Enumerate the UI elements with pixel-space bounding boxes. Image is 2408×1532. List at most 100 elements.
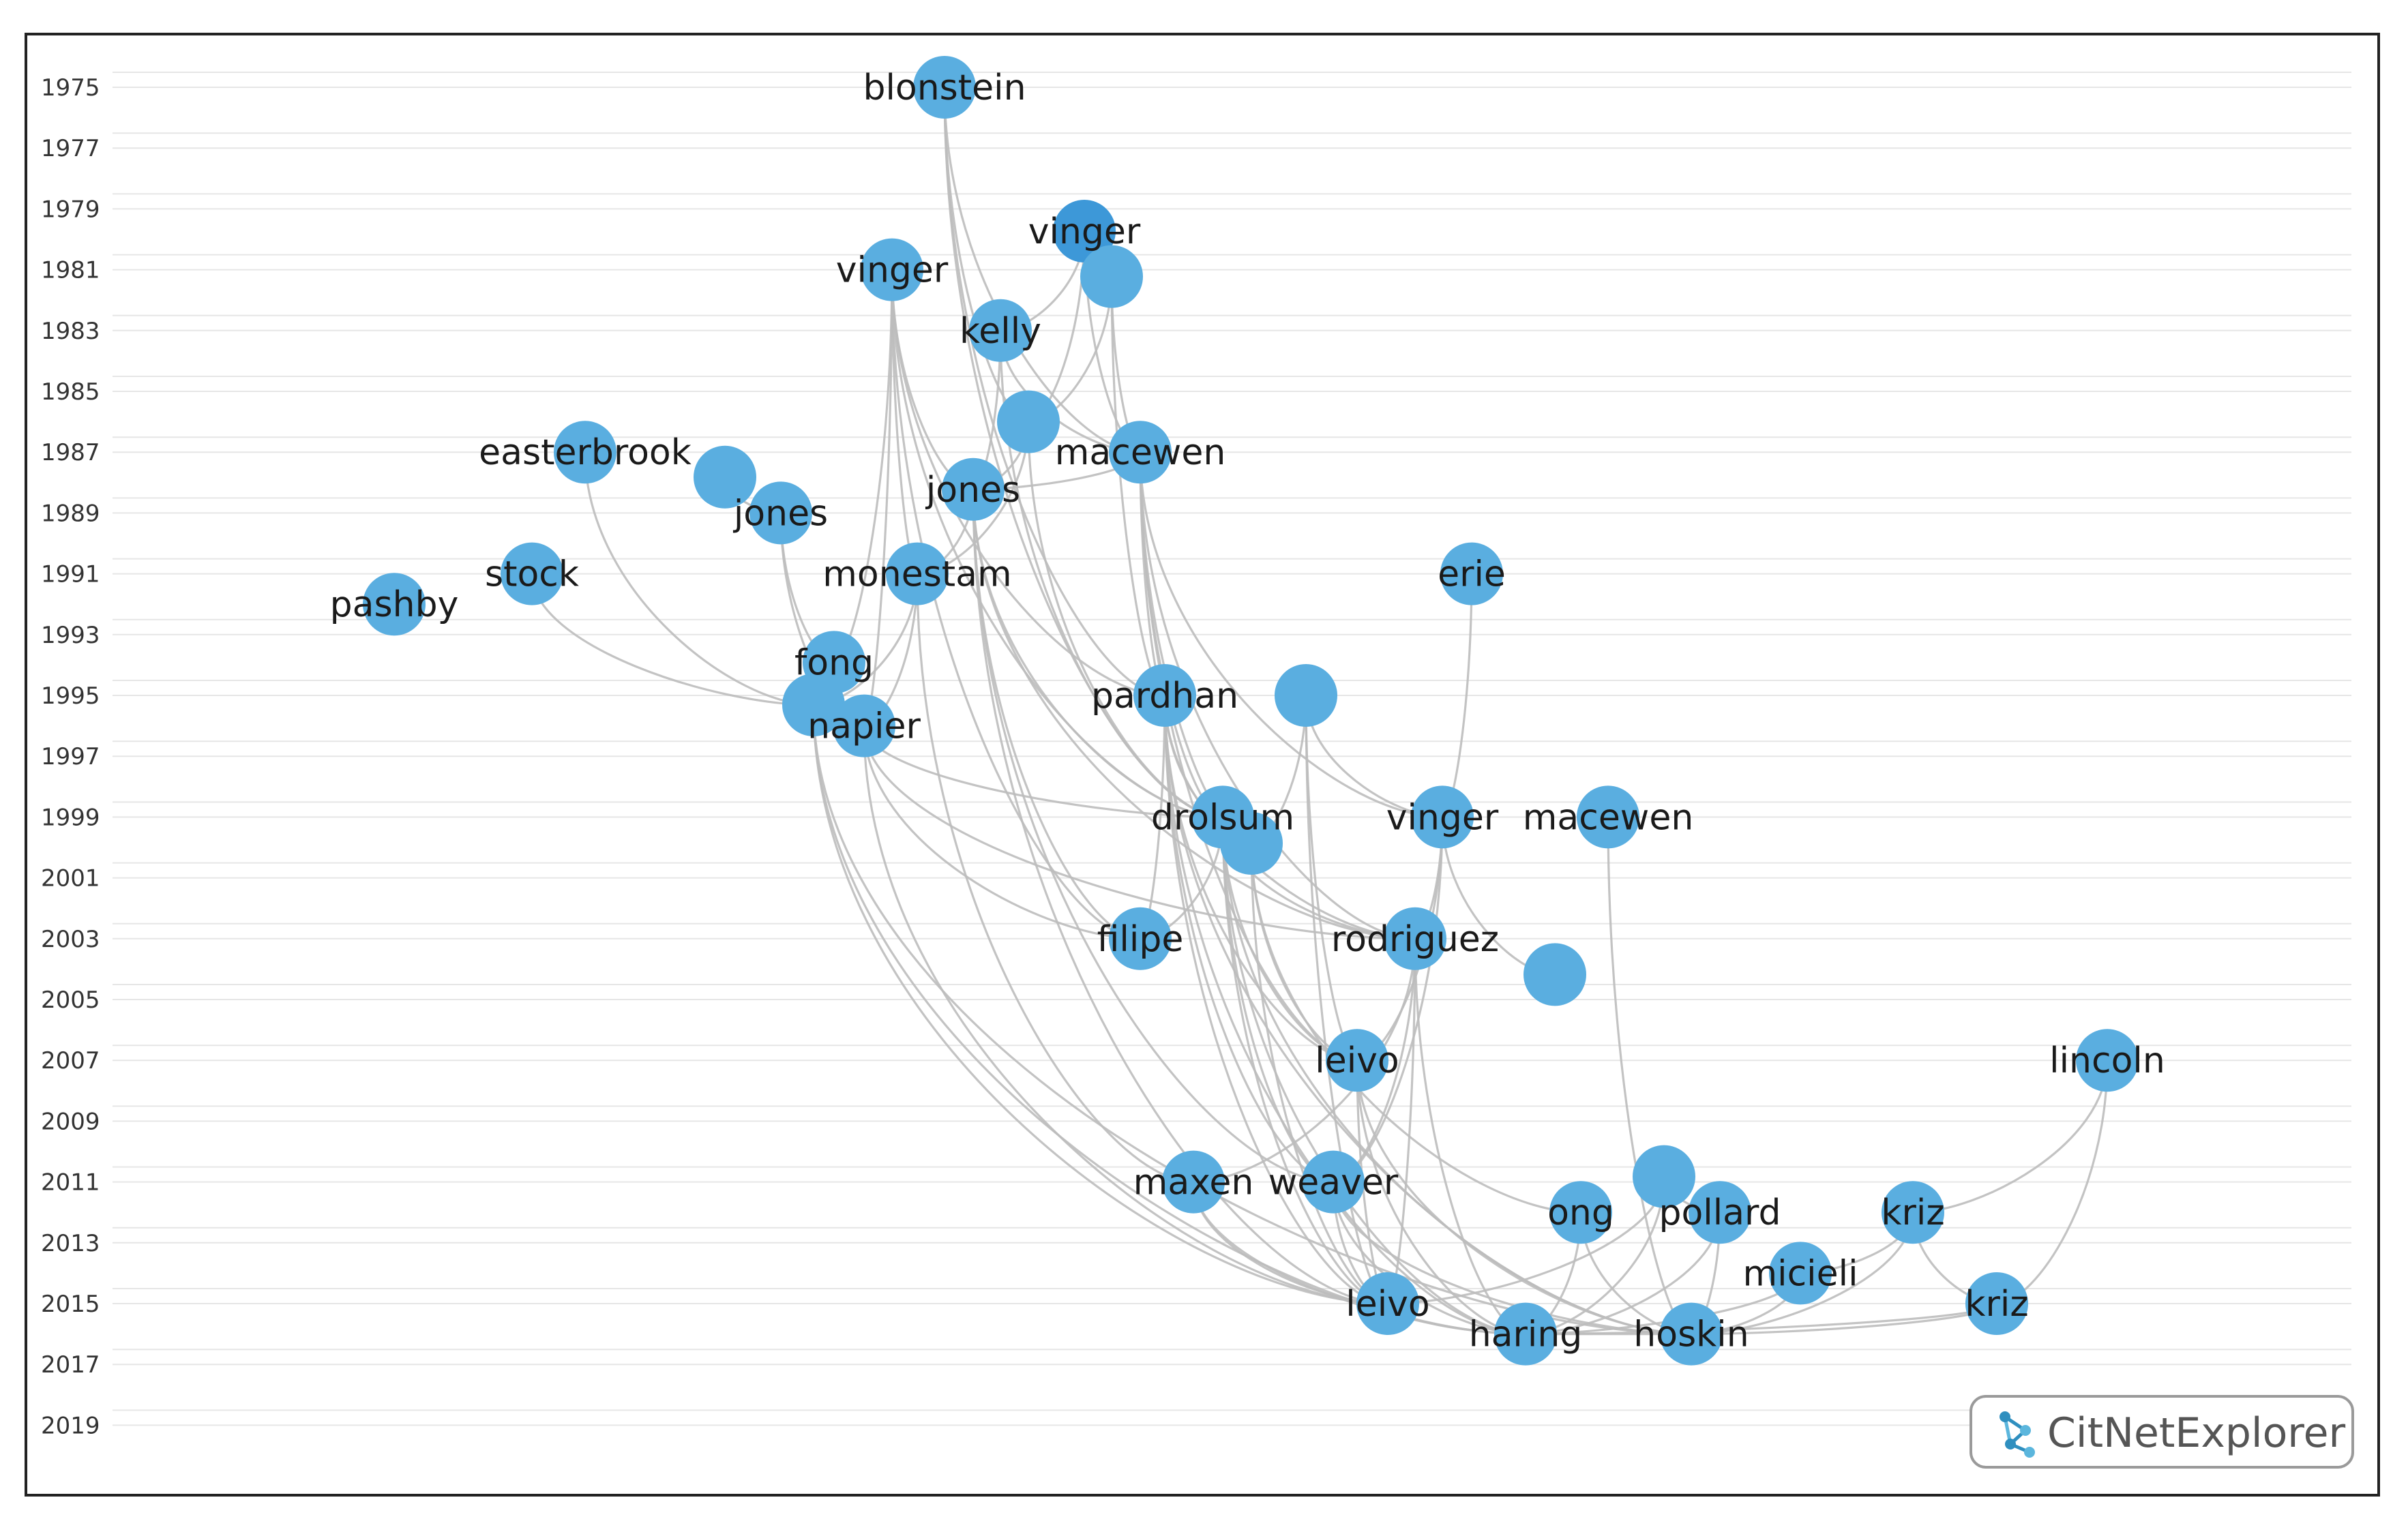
publication-node[interactable]: [1053, 200, 1116, 262]
node-label[interactable]: kriz: [1965, 1284, 2028, 1325]
node-label[interactable]: monestam: [822, 554, 1011, 595]
node-label[interactable]: pashby: [330, 584, 459, 625]
publication-node[interactable]: [1109, 421, 1172, 484]
publication-node[interactable]: [1440, 542, 1503, 605]
citation-edge: [891, 269, 1141, 940]
publication-node[interactable]: [1326, 1029, 1388, 1092]
node-label[interactable]: pollard: [1659, 1192, 1781, 1233]
node-label[interactable]: weaver: [1268, 1162, 1399, 1203]
citation-edge: [1163, 695, 1388, 1305]
year-tick-label: 1983: [41, 318, 100, 345]
logo-badge: [1969, 1395, 2354, 1469]
publication-node[interactable]: [749, 481, 812, 545]
citation-edge: [916, 573, 1194, 1184]
node-label[interactable]: maxen: [1133, 1162, 1254, 1203]
node-label[interactable]: vinger: [1386, 797, 1499, 838]
year-tick-label: 1999: [41, 804, 100, 831]
publication-node[interactable]: [1633, 1145, 1695, 1208]
year-tick-label: 1991: [41, 561, 100, 588]
year-tick-label: 1989: [41, 500, 100, 527]
publication-node[interactable]: [1384, 907, 1446, 970]
publication-node[interactable]: [1411, 785, 1474, 849]
citation-edge: [584, 452, 814, 706]
node-label[interactable]: vinger: [1028, 211, 1141, 252]
publication-node[interactable]: [886, 542, 949, 605]
node-label[interactable]: pardhan: [1091, 676, 1238, 717]
node-label[interactable]: macewen: [1055, 432, 1226, 473]
year-tick-label: 1995: [41, 682, 100, 710]
publication-node[interactable]: [694, 445, 756, 509]
citation-edge: [891, 269, 1165, 697]
node-label[interactable]: jones: [925, 470, 1020, 511]
publication-node[interactable]: [1302, 1150, 1365, 1214]
publication-nodes: [363, 56, 2139, 1366]
publication-node[interactable]: [913, 56, 976, 119]
node-label[interactable]: napier: [807, 706, 921, 747]
publication-node[interactable]: [942, 457, 1005, 521]
node-label[interactable]: kriz: [1881, 1192, 1944, 1233]
citation-edge: [943, 87, 1165, 697]
node-label[interactable]: ong: [1547, 1192, 1614, 1233]
node-label[interactable]: rodriguez: [1331, 919, 1499, 960]
publication-node[interactable]: [1577, 785, 1639, 849]
node-label[interactable]: blonstein: [863, 67, 1026, 108]
publication-node[interactable]: [554, 421, 616, 484]
node-label[interactable]: filipe: [1097, 919, 1184, 960]
node-label[interactable]: lincoln: [2049, 1040, 2165, 1081]
publication-node[interactable]: [1660, 1302, 1723, 1366]
publication-node[interactable]: [1965, 1272, 2028, 1335]
citation-edge: [1332, 1182, 1692, 1336]
publication-node[interactable]: [1109, 907, 1172, 970]
publication-node[interactable]: [1275, 664, 1337, 727]
publication-node[interactable]: [833, 694, 895, 757]
year-tick-label: 2011: [41, 1169, 100, 1197]
node-label[interactable]: hoskin: [1633, 1315, 1749, 1355]
node-label[interactable]: stock: [485, 554, 579, 595]
publication-node[interactable]: [1356, 1272, 1419, 1335]
year-tick-label: 2015: [41, 1291, 100, 1318]
publication-node[interactable]: [1080, 245, 1143, 308]
publication-node[interactable]: [782, 674, 845, 736]
node-labels: blonstein vinger vinger kelly easterbrook mac…: [330, 67, 2165, 1355]
node-label[interactable]: kelly: [960, 311, 1041, 352]
year-tick-label: 2001: [41, 865, 100, 892]
publication-node[interactable]: [1549, 1181, 1612, 1244]
citation-edge: [1163, 695, 1526, 1336]
year-axis: 1975197719791981198319851987198919911993…: [41, 74, 100, 1439]
node-label[interactable]: erie: [1438, 554, 1506, 595]
publication-node[interactable]: [1220, 812, 1283, 875]
node-label[interactable]: macewen: [1523, 797, 1694, 838]
citation-edge: [972, 489, 1388, 1305]
year-tick-label: 2017: [41, 1351, 100, 1379]
node-label[interactable]: micieli: [1742, 1253, 1858, 1294]
citation-edge: [972, 489, 1334, 1184]
node-label[interactable]: easterbrook: [479, 432, 692, 473]
node-label[interactable]: leivo: [1315, 1040, 1399, 1081]
year-tick-label: 1979: [41, 196, 100, 223]
publication-node[interactable]: [1882, 1181, 1944, 1244]
publication-node[interactable]: [997, 390, 1060, 453]
year-tick-label: 2003: [41, 926, 100, 953]
publication-node[interactable]: [1769, 1242, 1832, 1305]
publication-node[interactable]: [1523, 943, 1586, 1006]
node-label[interactable]: leivo: [1346, 1284, 1429, 1325]
publication-node[interactable]: [1689, 1181, 1751, 1244]
publication-node[interactable]: [1494, 1302, 1557, 1366]
publication-node[interactable]: [501, 542, 563, 605]
publication-node[interactable]: [2076, 1029, 2139, 1092]
year-tick-label: 2009: [41, 1108, 100, 1135]
node-label[interactable]: fong: [794, 642, 874, 683]
node-label[interactable]: jones: [733, 493, 828, 534]
node-label[interactable]: drolsum: [1151, 797, 1294, 838]
publication-node[interactable]: [861, 238, 923, 301]
publication-node[interactable]: [1162, 1150, 1225, 1214]
node-label[interactable]: vinger: [836, 250, 949, 291]
publication-node[interactable]: [363, 573, 426, 636]
node-label[interactable]: haring: [1469, 1315, 1583, 1355]
publication-node[interactable]: [1133, 664, 1196, 727]
publication-node[interactable]: [969, 299, 1032, 362]
year-tick-label: 1975: [41, 74, 100, 102]
network-graph-icon: [2000, 1411, 2035, 1458]
